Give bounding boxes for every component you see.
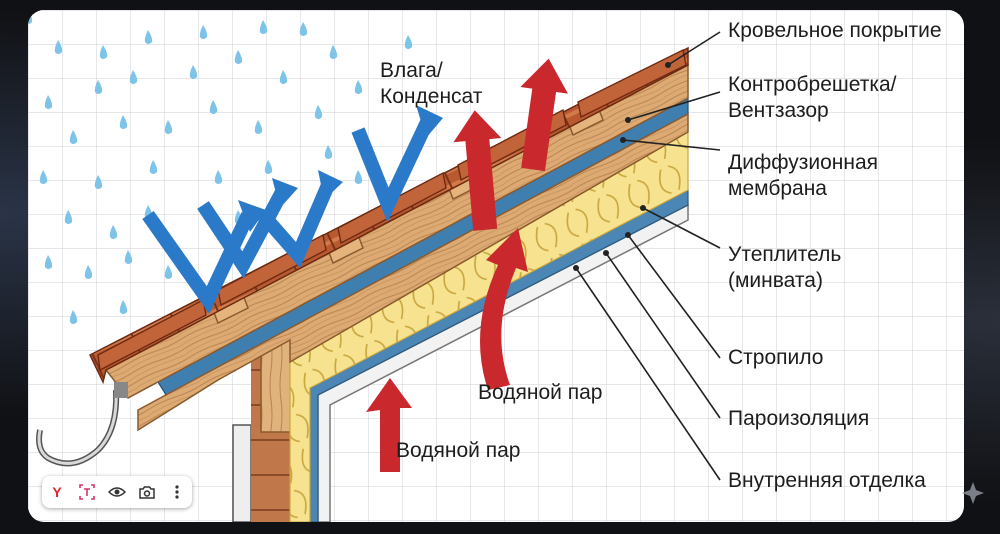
label-moisture-2: Конденсат [380, 85, 483, 108]
rafter-beam [137, 112, 689, 432]
image-search-button[interactable] [135, 480, 159, 504]
label-vent-gap: Вентзазор [728, 99, 829, 122]
eye-icon [108, 487, 126, 497]
leader-dots [573, 62, 671, 271]
label-insulation-2: (минвата) [728, 269, 823, 292]
camera-refresh-icon [139, 486, 155, 499]
water-arrow-heads [238, 105, 443, 232]
leader-lines [575, 31, 721, 481]
rain-drops [28, 10, 413, 324]
yandex-button[interactable]: Y [45, 480, 69, 504]
more-vertical-icon [175, 485, 179, 499]
view-button[interactable] [105, 480, 129, 504]
rain-gutter-highlight [37, 389, 118, 465]
roof-cross-section-diagram [28, 10, 964, 522]
label-counter-batten: Контробрешетка/ [728, 73, 897, 96]
diagram-card: Кровельное покрытие Контробрешетка/ Вент… [28, 10, 964, 522]
label-interior-finish: Внутренняя отделка [728, 469, 926, 492]
vapor-arrows [366, 58, 568, 472]
label-rafter: Стропило [728, 346, 824, 369]
label-vapor-barrier: Пароизоляция [728, 407, 870, 430]
yandex-icon: Y [52, 484, 62, 500]
corner-sparkle-icon [962, 482, 984, 504]
label-insulation-1: Утеплитель [728, 243, 842, 266]
floating-toolbar: Y [42, 476, 192, 508]
label-moisture-1: Влага/ [380, 59, 443, 82]
water-bounce-arrows [142, 117, 435, 314]
gutter-bracket [114, 382, 128, 398]
more-options-button[interactable] [165, 480, 189, 504]
label-water-vapor-upper: Водяной пар [478, 381, 603, 404]
label-water-vapor-lower: Водяной пар [396, 439, 521, 462]
label-diffusion-membrane-1: Диффузионная [728, 151, 879, 174]
text-frame-icon [79, 484, 95, 500]
text-recognition-button[interactable] [75, 480, 99, 504]
label-roof-covering: Кровельное покрытие [728, 19, 942, 42]
label-diffusion-membrane-2: мембрана [728, 177, 827, 200]
